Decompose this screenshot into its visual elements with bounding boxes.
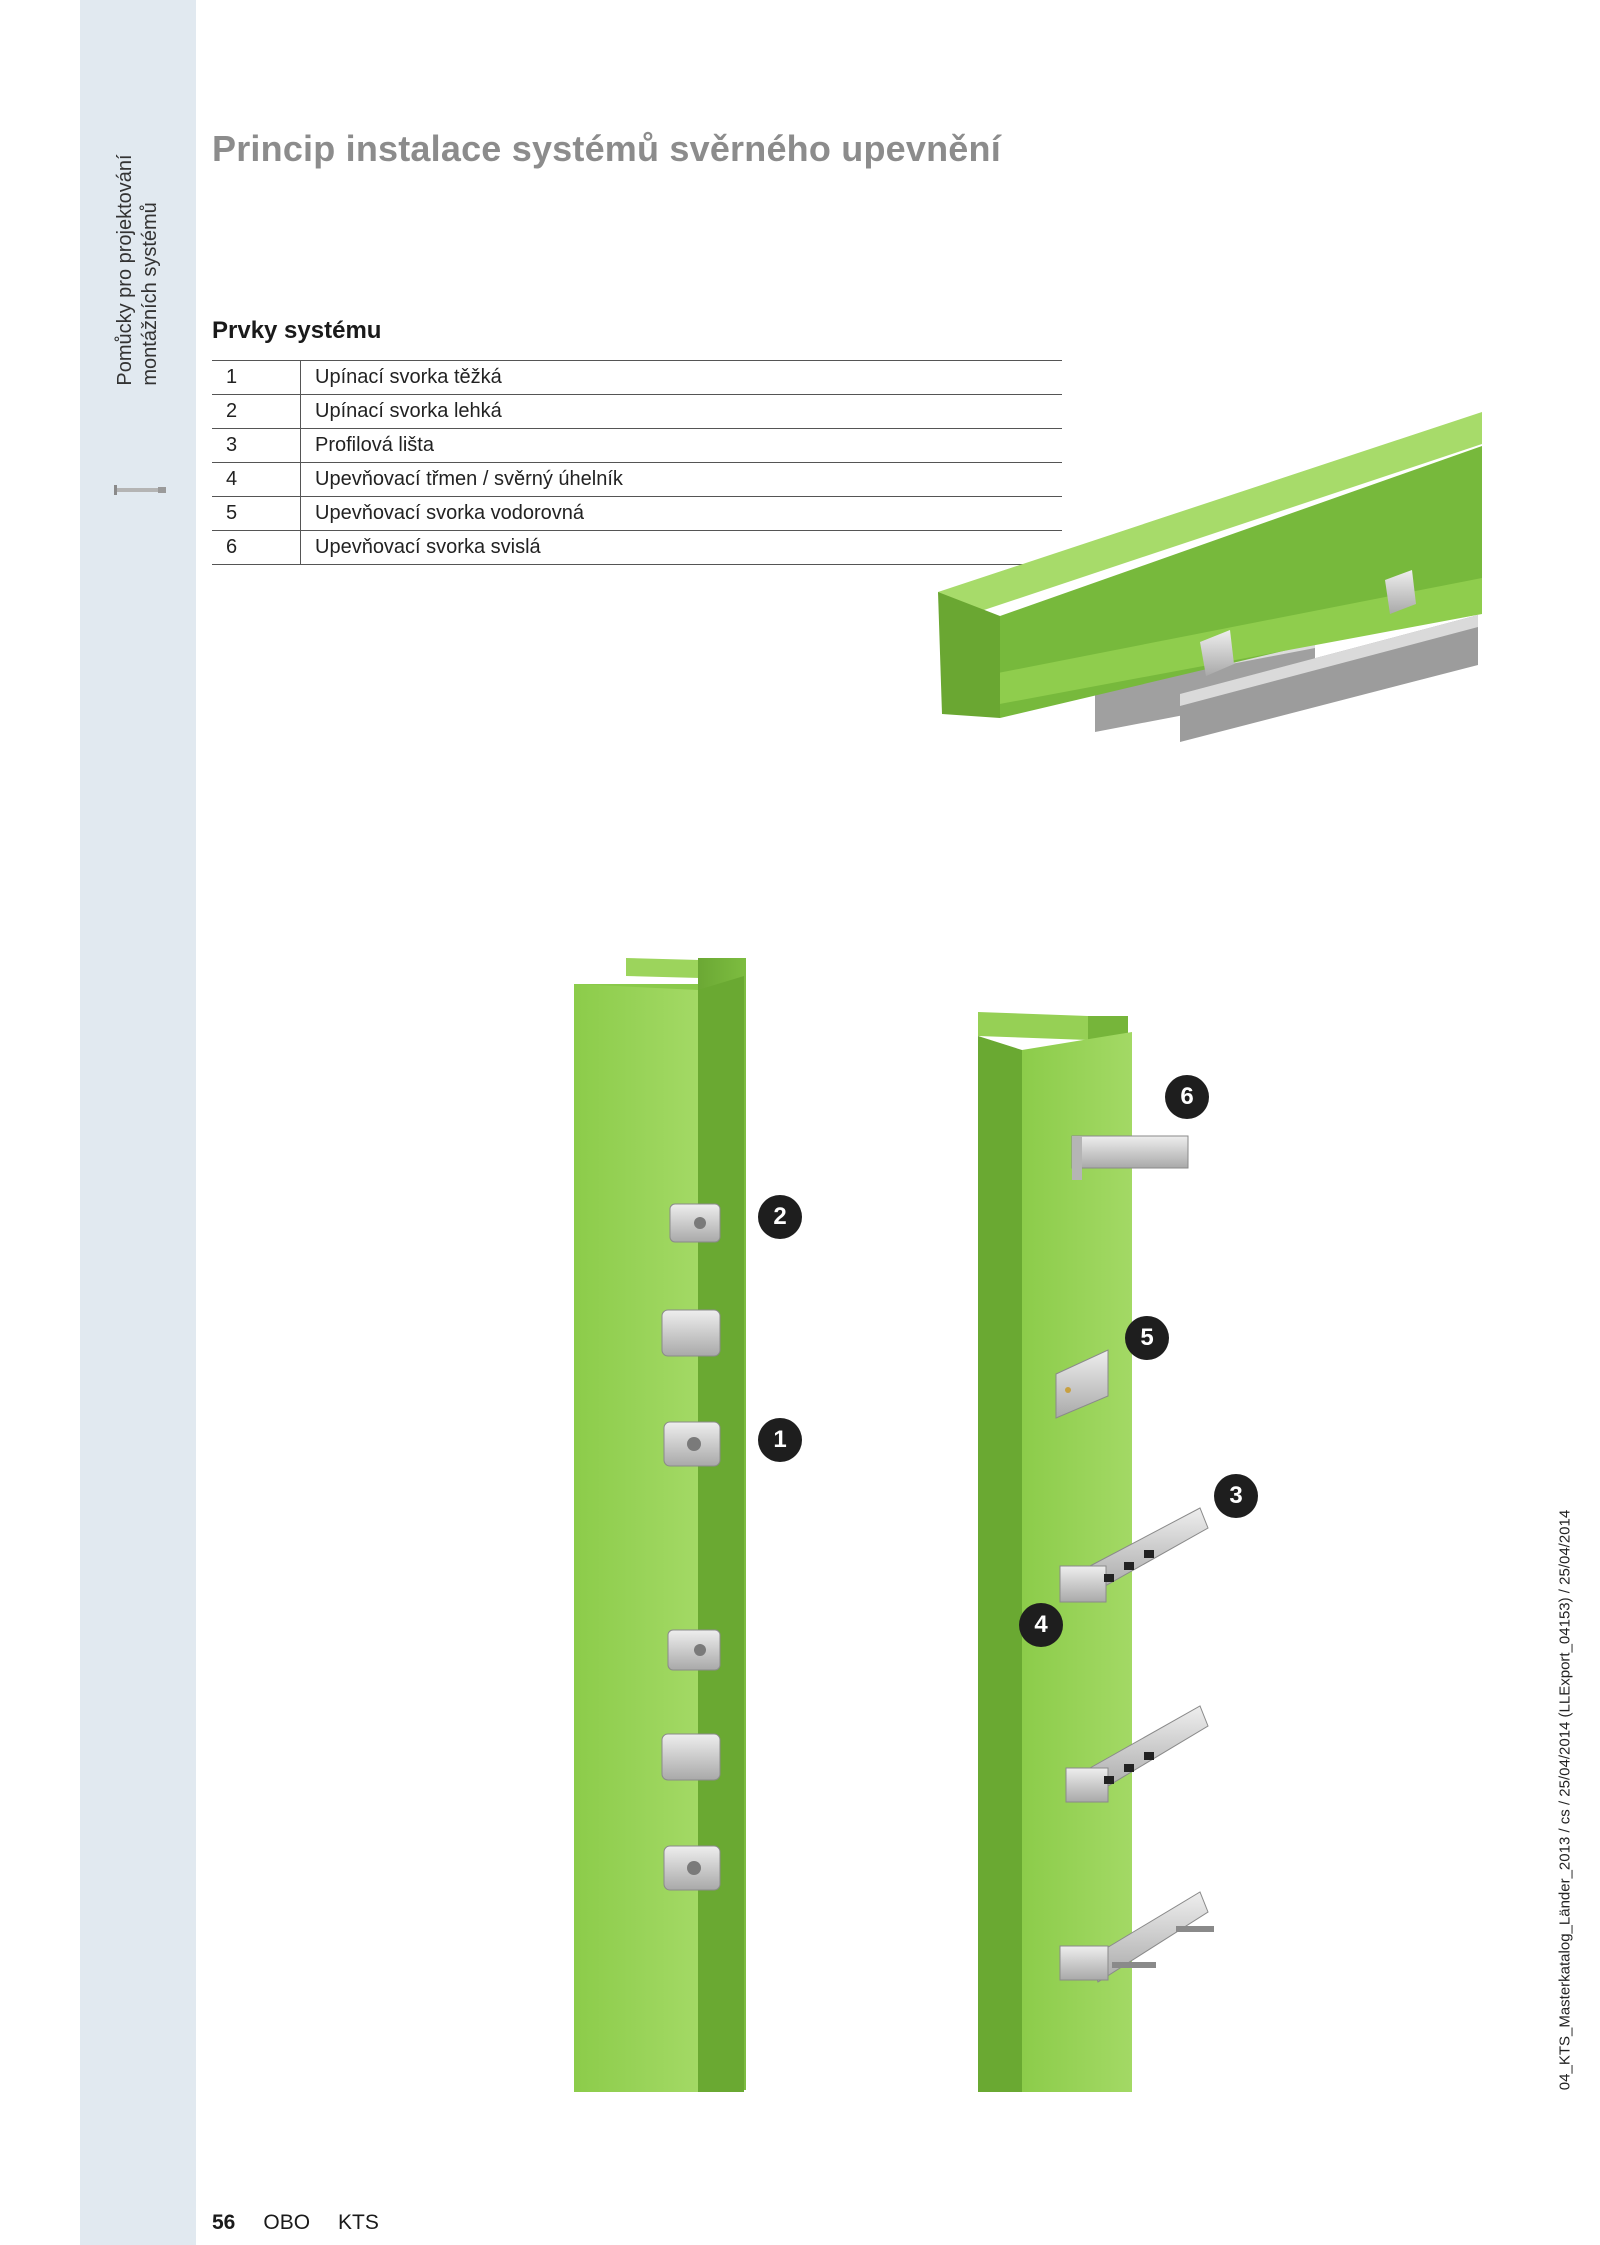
part-number: 2 — [212, 394, 301, 429]
profile-rail-with-bracket — [1059, 1891, 1214, 1983]
part-number: 6 — [212, 530, 301, 565]
brand-name: OBO — [263, 2211, 311, 2234]
callout-badge — [1165, 1075, 1209, 1119]
callout-badge — [1214, 1474, 1258, 1518]
callout-5: 5 — [1140, 1324, 1154, 1351]
page-footer: 56 OBO KTS — [212, 2211, 379, 2235]
part-number: 3 — [212, 428, 301, 463]
part-label: Profilová lišta — [300, 428, 1062, 463]
callout-4: 4 — [1034, 1611, 1048, 1638]
upinaci-svorka-tezka-clamp — [663, 1421, 721, 1467]
left-column-illustration — [574, 958, 746, 2092]
callout-badge — [1019, 1603, 1063, 1647]
callout-badge — [758, 1195, 802, 1239]
part-label: Upínací svorka lehká — [300, 394, 1062, 429]
part-number: 5 — [212, 496, 301, 531]
parts-heading: Prvky systému — [212, 317, 382, 344]
part-number: 4 — [212, 462, 301, 497]
table-row: 6 Upevňovací svorka svislá — [212, 530, 1062, 565]
part-label: Upevňovací třmen / svěrný úhelník — [300, 462, 1062, 497]
callout-3: 3 — [1229, 1482, 1243, 1509]
right-column-illustration — [978, 1012, 1214, 2092]
upevnovaci-svorka-svisla — [1071, 1135, 1189, 1180]
part-label: Upevňovací svorka vodorovná — [300, 496, 1062, 531]
callout-1: 1 — [773, 1426, 787, 1453]
callout-2: 2 — [773, 1203, 787, 1230]
clamp — [667, 1629, 721, 1671]
print-stamp: 04_KTS_Masterkatalog_Länder_2013 / cs / … — [1556, 1509, 1574, 2091]
horizontal-beam-illustration — [938, 412, 1482, 742]
clamp — [663, 1845, 721, 1891]
table-row: 3 Profilová lišta — [212, 428, 1062, 463]
parts-table: 1 Upínací svorka těžká 2 Upínací svorka … — [212, 360, 1062, 565]
table-row: 2 Upínací svorka lehká — [212, 394, 1062, 429]
part-label: Upínací svorka těžká — [300, 360, 1062, 395]
part-number: 1 — [212, 360, 301, 395]
page-number: 56 — [212, 2211, 236, 2234]
callout-badge — [758, 1418, 802, 1462]
profile-rail-with-bracket — [1065, 1705, 1209, 1803]
table-row: 1 Upínací svorka těžká — [212, 360, 1062, 395]
page-title: Princip instalace systémů svěrného upevn… — [212, 128, 1001, 169]
sidebar-strip — [80, 0, 196, 2245]
clamp — [661, 1733, 721, 1781]
clamp — [661, 1309, 721, 1357]
profile-rail-with-bracket — [1059, 1507, 1209, 1603]
callout-badge — [1125, 1316, 1169, 1360]
callout-6: 6 — [1180, 1083, 1194, 1110]
upevnovaci-svorka-vodorovna — [1055, 1349, 1109, 1419]
part-label: Upevňovací svorka svislá — [300, 530, 1062, 565]
section-name: KTS — [338, 2211, 379, 2234]
table-row: 5 Upevňovací svorka vodorovná — [212, 496, 1062, 531]
table-row: 4 Upevňovací třmen / svěrný úhelník — [212, 462, 1062, 497]
upinaci-svorka-lehka-clamp — [669, 1203, 721, 1243]
sidebar-tool-icon — [114, 485, 166, 495]
